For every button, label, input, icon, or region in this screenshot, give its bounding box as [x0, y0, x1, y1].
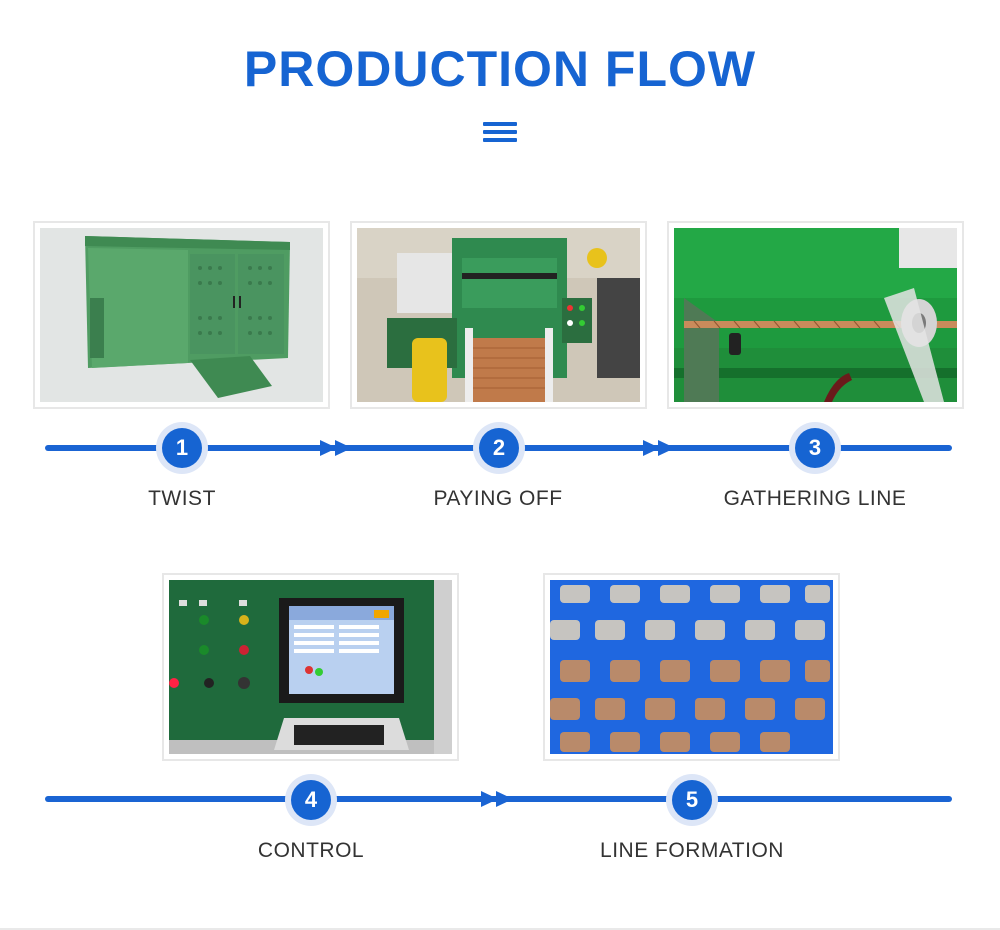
- double-chevron-right-icon: [320, 440, 352, 456]
- step-number: 1: [162, 428, 202, 468]
- hamburger-icon[interactable]: [483, 122, 517, 144]
- step-label-paying-off: PAYING OFF: [433, 487, 563, 510]
- step-5-photo: [543, 573, 840, 761]
- step-label-twist: TWIST: [148, 487, 216, 510]
- step-label-control: CONTROL: [257, 839, 365, 862]
- step-number: 2: [479, 428, 519, 468]
- step-2-photo: [350, 221, 647, 409]
- step-4-badge: 4: [285, 774, 337, 826]
- step-4-photo: [162, 573, 459, 761]
- step-number: 4: [291, 780, 331, 820]
- double-chevron-right-icon: [481, 791, 513, 807]
- step-2-badge: 2: [473, 422, 525, 474]
- divider: [0, 928, 1000, 930]
- step-1-photo: [33, 221, 330, 409]
- step-number: 5: [672, 780, 712, 820]
- step-5-badge: 5: [666, 774, 718, 826]
- step-3-photo: [667, 221, 964, 409]
- step-3-badge: 3: [789, 422, 841, 474]
- step-label-gathering-line: GATHERING LINE: [723, 487, 907, 510]
- step-label-line-formation: LINE FORMATION: [600, 839, 784, 862]
- page-title: PRODUCTION FLOW: [243, 41, 757, 97]
- step-1-badge: 1: [156, 422, 208, 474]
- step-number: 3: [795, 428, 835, 468]
- double-chevron-right-icon: [643, 440, 675, 456]
